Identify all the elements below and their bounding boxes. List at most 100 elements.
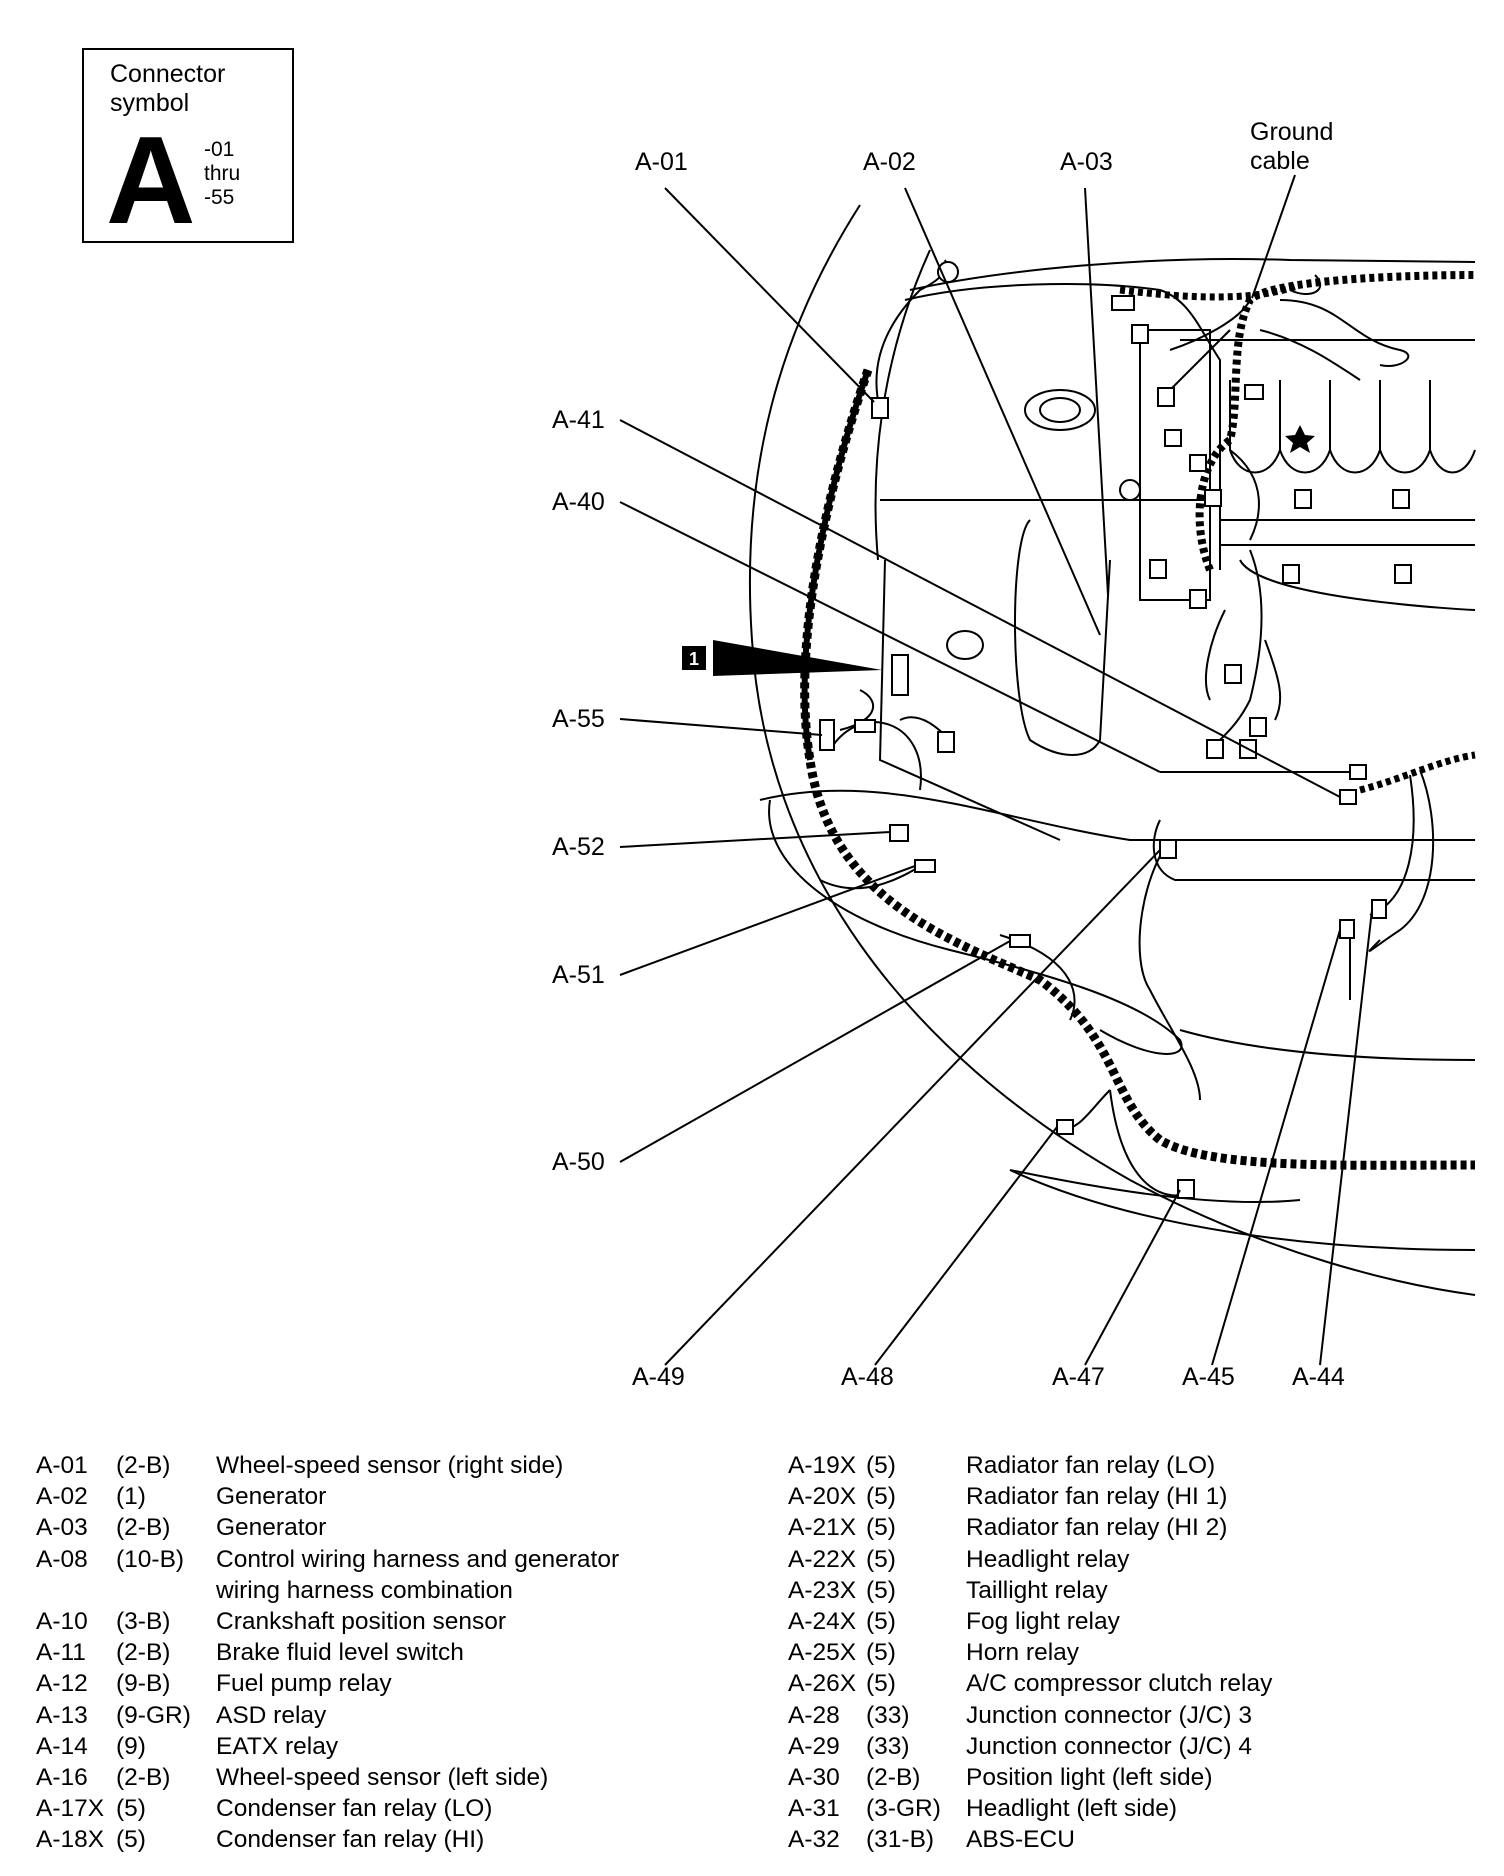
legend-code: A-10 <box>36 1607 88 1635</box>
label-a49: A-49 <box>632 1363 685 1391</box>
legend-code: A-19X <box>788 1452 857 1479</box>
legend-desc: Wheel-speed sensor (right side) <box>216 1452 564 1479</box>
connector-a52 <box>889 824 909 842</box>
legend-pos: (2-B) <box>116 1763 171 1791</box>
connector-a45 <box>1339 919 1355 939</box>
star-marker-icon <box>1285 425 1315 453</box>
connector-a01 <box>871 397 889 419</box>
connector-symbol-box: Connector symbol A -01 thru -55 <box>82 48 294 243</box>
legend-code: A-12 <box>36 1670 88 1698</box>
legend-code: A-25X <box>788 1639 857 1667</box>
engine-bay-wiring-diagram: 1 A-01 A-02 A-03 A-41 A-40 A-55 A-52 A-5… <box>552 148 1476 1391</box>
legend-desc: A/C compressor clutch relay <box>966 1670 1273 1698</box>
connector-a50 <box>1009 934 1031 948</box>
legend-pos: (33) <box>866 1701 910 1729</box>
connector-block <box>1282 564 1300 584</box>
connector-a55 <box>819 719 835 751</box>
legend-pos: (31-B) <box>866 1826 935 1854</box>
legend-code: A-14 <box>36 1732 88 1760</box>
legend-desc: Control wiring harness and generator <box>216 1545 620 1573</box>
connector-block <box>1131 324 1149 344</box>
connector-range-thru: thru <box>204 162 241 185</box>
legend-code: A-03 <box>36 1514 88 1542</box>
callout-1-number: 1 <box>689 649 699 669</box>
connector-a40 <box>1349 764 1367 780</box>
legend-code: A-31 <box>788 1795 840 1823</box>
connector-block <box>1189 589 1207 609</box>
connector-block <box>1149 559 1167 579</box>
legend-pos: (10-B) <box>116 1545 185 1573</box>
connector-range: -01 thru -55 <box>204 138 240 210</box>
label-a44: A-44 <box>1292 1363 1345 1391</box>
legend-desc: Fuel pump relay <box>216 1670 392 1698</box>
legend-code: A-28 <box>788 1701 840 1729</box>
legend-pos: (5) <box>866 1576 896 1604</box>
body-outline <box>748 204 1476 1296</box>
ground-cable-label-line1: Ground <box>1250 118 1334 146</box>
legend-code: A-23X <box>788 1576 857 1604</box>
legend-pos: (5) <box>866 1545 896 1573</box>
connector-a49 <box>1159 839 1177 859</box>
legend-code: A-18X <box>36 1826 105 1854</box>
legend-pos: (9-GR) <box>116 1701 191 1729</box>
legend-pos: (2-B) <box>116 1452 171 1479</box>
connector-block <box>1206 739 1224 759</box>
connector-block <box>1224 664 1242 684</box>
legend-desc: Headlight relay <box>966 1545 1130 1573</box>
legend-code: A-29 <box>788 1732 840 1760</box>
legend-pos: (33) <box>866 1732 910 1760</box>
connector-a47 <box>1177 1179 1195 1199</box>
label-a03: A-03 <box>1060 148 1113 176</box>
legend-desc: ABS-ECU <box>966 1826 1075 1854</box>
wiring-harness <box>800 271 1476 1170</box>
connector-blocks <box>819 295 1412 1199</box>
legend-desc: Crankshaft position sensor <box>216 1607 507 1635</box>
legend-desc: Junction connector (J/C) 4 <box>966 1732 1252 1760</box>
legend-pos: (5) <box>866 1607 896 1635</box>
connector-a51 <box>914 859 936 873</box>
legend-pos: (3-B) <box>116 1607 171 1635</box>
connector-range-end: -55 <box>204 186 235 209</box>
legend-pos: (5) <box>866 1483 896 1511</box>
leader-lines <box>619 174 1373 1366</box>
legend-desc: Horn relay <box>966 1639 1080 1667</box>
legend-desc: Brake fluid level switch <box>216 1639 464 1667</box>
legend-pos: (2-B) <box>116 1639 171 1667</box>
legend-desc: Condenser fan relay (HI) <box>216 1826 485 1854</box>
callout-1-pointer <box>713 640 882 676</box>
connector-block <box>1204 489 1222 507</box>
legend-desc: Position light (left side) <box>966 1763 1213 1791</box>
legend-code: A-21X <box>788 1514 857 1542</box>
label-a02: A-02 <box>863 148 916 176</box>
legend-code: A-02 <box>36 1483 88 1511</box>
legend-pos: (1) <box>116 1483 146 1511</box>
label-a41: A-41 <box>552 406 605 434</box>
connector-symbol-title: Connector symbol <box>110 60 226 117</box>
label-a50: A-50 <box>552 1148 605 1176</box>
label-a45: A-45 <box>1182 1363 1235 1391</box>
legend-desc: Wheel-speed sensor (left side) <box>216 1763 549 1791</box>
connector-block <box>1249 717 1267 737</box>
legend-desc: Radiator fan relay (HI 1) <box>966 1483 1228 1511</box>
legend-code: A-30 <box>788 1763 840 1791</box>
ground-cable-label-line2: cable <box>1250 147 1310 175</box>
legend-pos: (2-B) <box>866 1763 921 1791</box>
legend-desc: Generator <box>216 1514 327 1542</box>
connector-a03 <box>1111 295 1135 311</box>
legend-code: A-20X <box>788 1483 857 1511</box>
label-a52: A-52 <box>552 833 605 861</box>
legend-code: A-08 <box>36 1545 88 1573</box>
connector-block <box>1244 384 1264 400</box>
legend-desc: Junction connector (J/C) 3 <box>966 1701 1252 1729</box>
legend-desc: Generator <box>216 1483 327 1511</box>
label-a51: A-51 <box>552 961 605 989</box>
label-a55: A-55 <box>552 705 605 733</box>
connector-block <box>1189 454 1207 472</box>
connector-a48 <box>1056 1119 1074 1135</box>
connector-symbol-letter: A <box>106 112 196 250</box>
legend-pos: (5) <box>866 1514 896 1542</box>
legend-pos: (5) <box>116 1826 146 1854</box>
legend-code: A-32 <box>788 1826 840 1854</box>
connector-callout-1 <box>891 654 909 696</box>
legend-code: A-24X <box>788 1607 857 1635</box>
